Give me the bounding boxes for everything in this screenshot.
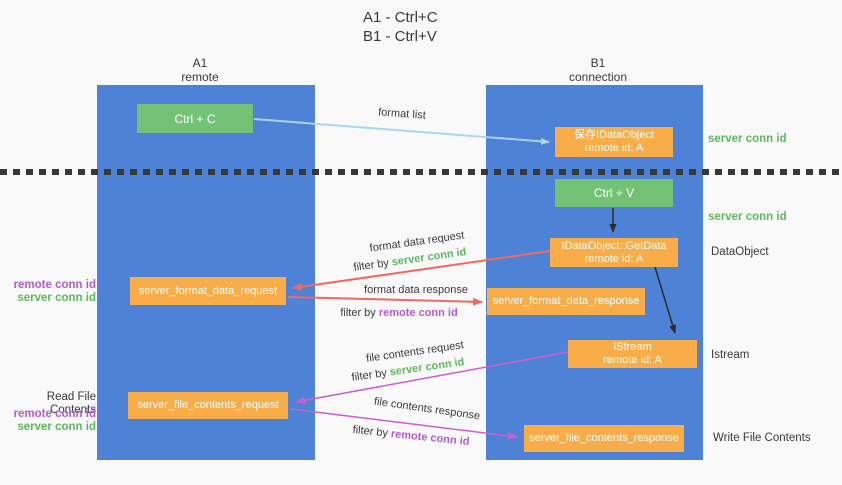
filter-by-remote-conn-id-label-1: filter by remote conn id xyxy=(340,307,457,319)
istream-side-label: Istream xyxy=(711,349,750,361)
lifeline-header-b1: B1 connection xyxy=(538,56,658,84)
save-idataobject-line2: remote id: A xyxy=(584,142,644,154)
server-format-data-response-label: server_format_data_response xyxy=(492,295,640,307)
conn-id-pair-2: remote conn id server conn id xyxy=(0,408,96,434)
server-format-data-request-box: server_format_data_request xyxy=(130,277,286,305)
getdata-box: IDataObject::GetData remote id: A xyxy=(550,238,678,267)
filter-prefix-2: filter by xyxy=(340,307,379,319)
server-conn-id-mid-label: server conn id xyxy=(708,211,787,223)
server-conn-id-top-label: server conn id xyxy=(708,133,787,145)
server-file-contents-response-label: server_file_contents_response xyxy=(529,432,679,444)
lifeline-b1-role: connection xyxy=(568,70,628,84)
dataobject-label: DataObject xyxy=(711,246,769,258)
lifeline-a1-role: remote xyxy=(181,70,219,84)
ctrl-v-label: Ctrl + V xyxy=(593,186,635,200)
format-list-label: format list xyxy=(377,106,427,122)
lifeline-b1-name: B1 xyxy=(590,56,606,70)
server-format-data-request-label: server_format_data_request xyxy=(138,284,278,297)
remote-conn-id-label-1: remote conn id xyxy=(13,279,96,291)
filter-prefix-3: filter by xyxy=(350,366,391,384)
format-data-response-arrow xyxy=(287,296,483,306)
istream-line1: IStream xyxy=(613,341,652,353)
dotted-divider xyxy=(0,169,842,175)
server-file-contents-request-label: server_file_contents_request xyxy=(137,399,279,411)
save-idataobject-box: 保存IDataObject remote id: A xyxy=(555,127,673,157)
server-file-contents-request-box: server_file_contents_request xyxy=(128,392,288,419)
filter-prefix-1: filter by xyxy=(352,256,393,274)
read-file-contents-label: Read File Contents xyxy=(46,391,96,416)
server-conn-id-label-2: server conn id xyxy=(17,421,96,433)
title-line-2: B1 - Ctrl+V xyxy=(363,28,437,45)
remote-conn-id-label-2: remote conn id xyxy=(13,408,96,420)
filter-value-2: remote conn id xyxy=(378,307,458,319)
filter-prefix-4: filter by xyxy=(352,423,392,440)
filter-value-4: remote conn id xyxy=(390,427,470,449)
lifeline-a1-name: A1 xyxy=(192,56,208,70)
server-file-contents-response-box: server_file_contents_response xyxy=(524,425,684,452)
istream-line2: remote id: A xyxy=(603,354,662,366)
ctrl-c-label: Ctrl + C xyxy=(174,111,216,126)
filter-by-remote-conn-id-label-2: filter by remote conn id xyxy=(352,424,470,448)
format-data-response-label: format data response xyxy=(364,284,468,296)
conn-id-pair-1: remote conn id server conn id xyxy=(0,279,96,305)
save-idataobject-line1: 保存IDataObject xyxy=(573,129,655,141)
server-conn-id-label-1: server conn id xyxy=(17,292,96,304)
getdata-line2: remote id: A xyxy=(584,252,644,265)
lifeline-header-a1: A1 remote xyxy=(140,56,260,84)
file-contents-response-label: file contents response xyxy=(373,395,481,423)
write-file-contents-label: Write File Contents xyxy=(713,432,811,444)
ctrl-v-box: Ctrl + V xyxy=(555,179,673,207)
getdata-line1: IDataObject::GetData xyxy=(561,239,667,252)
server-format-data-response-box: server_format_data_response xyxy=(487,288,645,315)
title-line-1: A1 - Ctrl+C xyxy=(363,9,438,26)
istream-box: IStream remote id: A xyxy=(568,340,697,368)
diagram-title: A1 - Ctrl+C B1 - Ctrl+V xyxy=(363,8,438,46)
ctrl-c-box: Ctrl + C xyxy=(137,104,253,133)
